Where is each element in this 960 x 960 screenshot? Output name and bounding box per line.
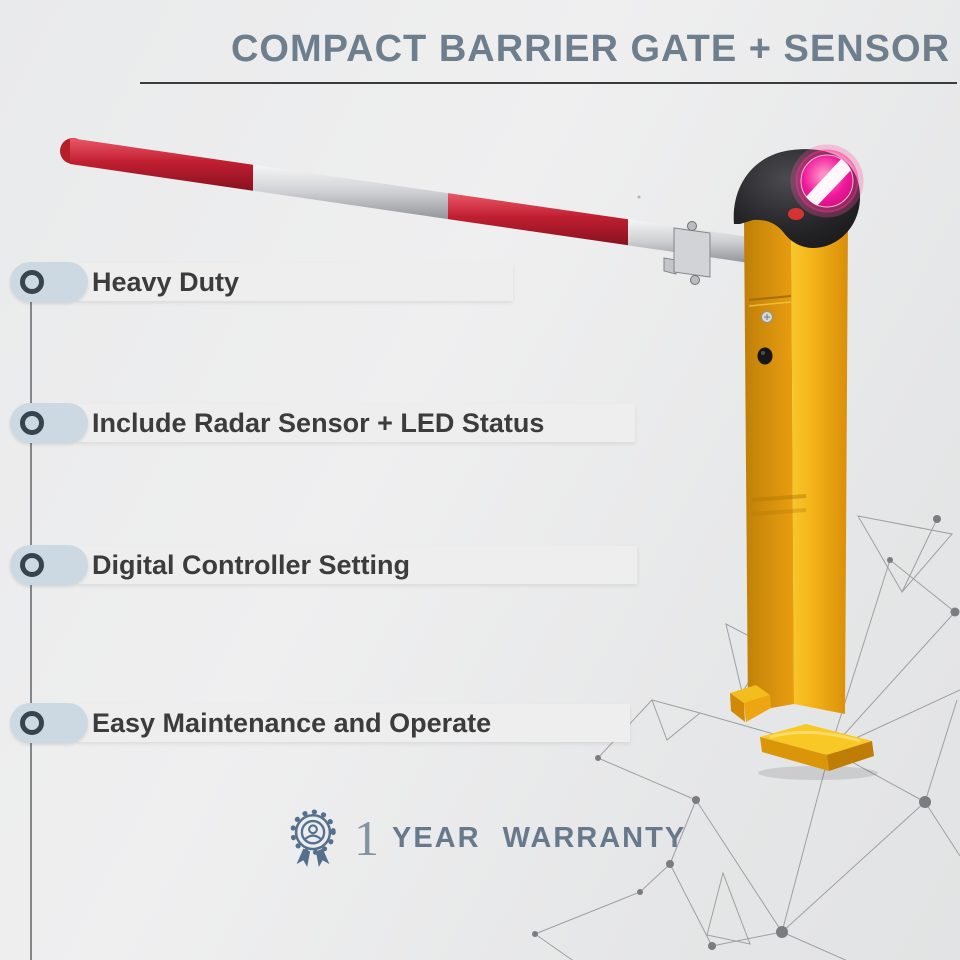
ring-circle-icon: [20, 270, 44, 294]
feature-label: Include Radar Sensor + LED Status: [92, 408, 545, 438]
feature-label-bar: Digital Controller Setting: [78, 546, 637, 584]
ring-circle-icon: [20, 411, 44, 435]
warranty-number: 1: [354, 810, 379, 866]
feature-label: Digital Controller Setting: [92, 550, 411, 580]
keyhole-icon: [757, 347, 773, 365]
warranty-badge: 1 YEAR WARRANTY: [284, 806, 686, 870]
feature-bullet: [10, 403, 88, 443]
ring-circle-icon: [20, 553, 44, 577]
arm-clamp: [663, 221, 711, 285]
feature-label-bar: Easy Maintenance and Operate: [78, 704, 630, 742]
feature-connector-line: [30, 300, 32, 960]
medal-rosette-icon: [290, 809, 336, 867]
cabinet-column: [744, 204, 848, 714]
cabinet-base: [730, 685, 878, 780]
page-title: COMPACT BARRIER GATE + SENSOR: [230, 28, 951, 70]
ring-circle-icon: [20, 711, 44, 735]
feature-label: Easy Maintenance and Operate: [92, 708, 492, 738]
led-status-light: [790, 144, 864, 218]
feature-label-bar: Heavy Duty: [78, 263, 513, 301]
screw-icon: [761, 311, 773, 323]
sensor-head: [733, 144, 864, 248]
feature-bullet: [10, 545, 88, 585]
warranty-label: YEAR WARRANTY: [392, 821, 687, 854]
feature-label: Heavy Duty: [92, 267, 240, 297]
feature-bullet: [10, 703, 88, 743]
title-underline: [140, 82, 957, 84]
feature-label-bar: Include Radar Sensor + LED Status: [78, 404, 635, 442]
feature-bullet: [10, 262, 88, 302]
barrier-arm: [60, 138, 748, 263]
